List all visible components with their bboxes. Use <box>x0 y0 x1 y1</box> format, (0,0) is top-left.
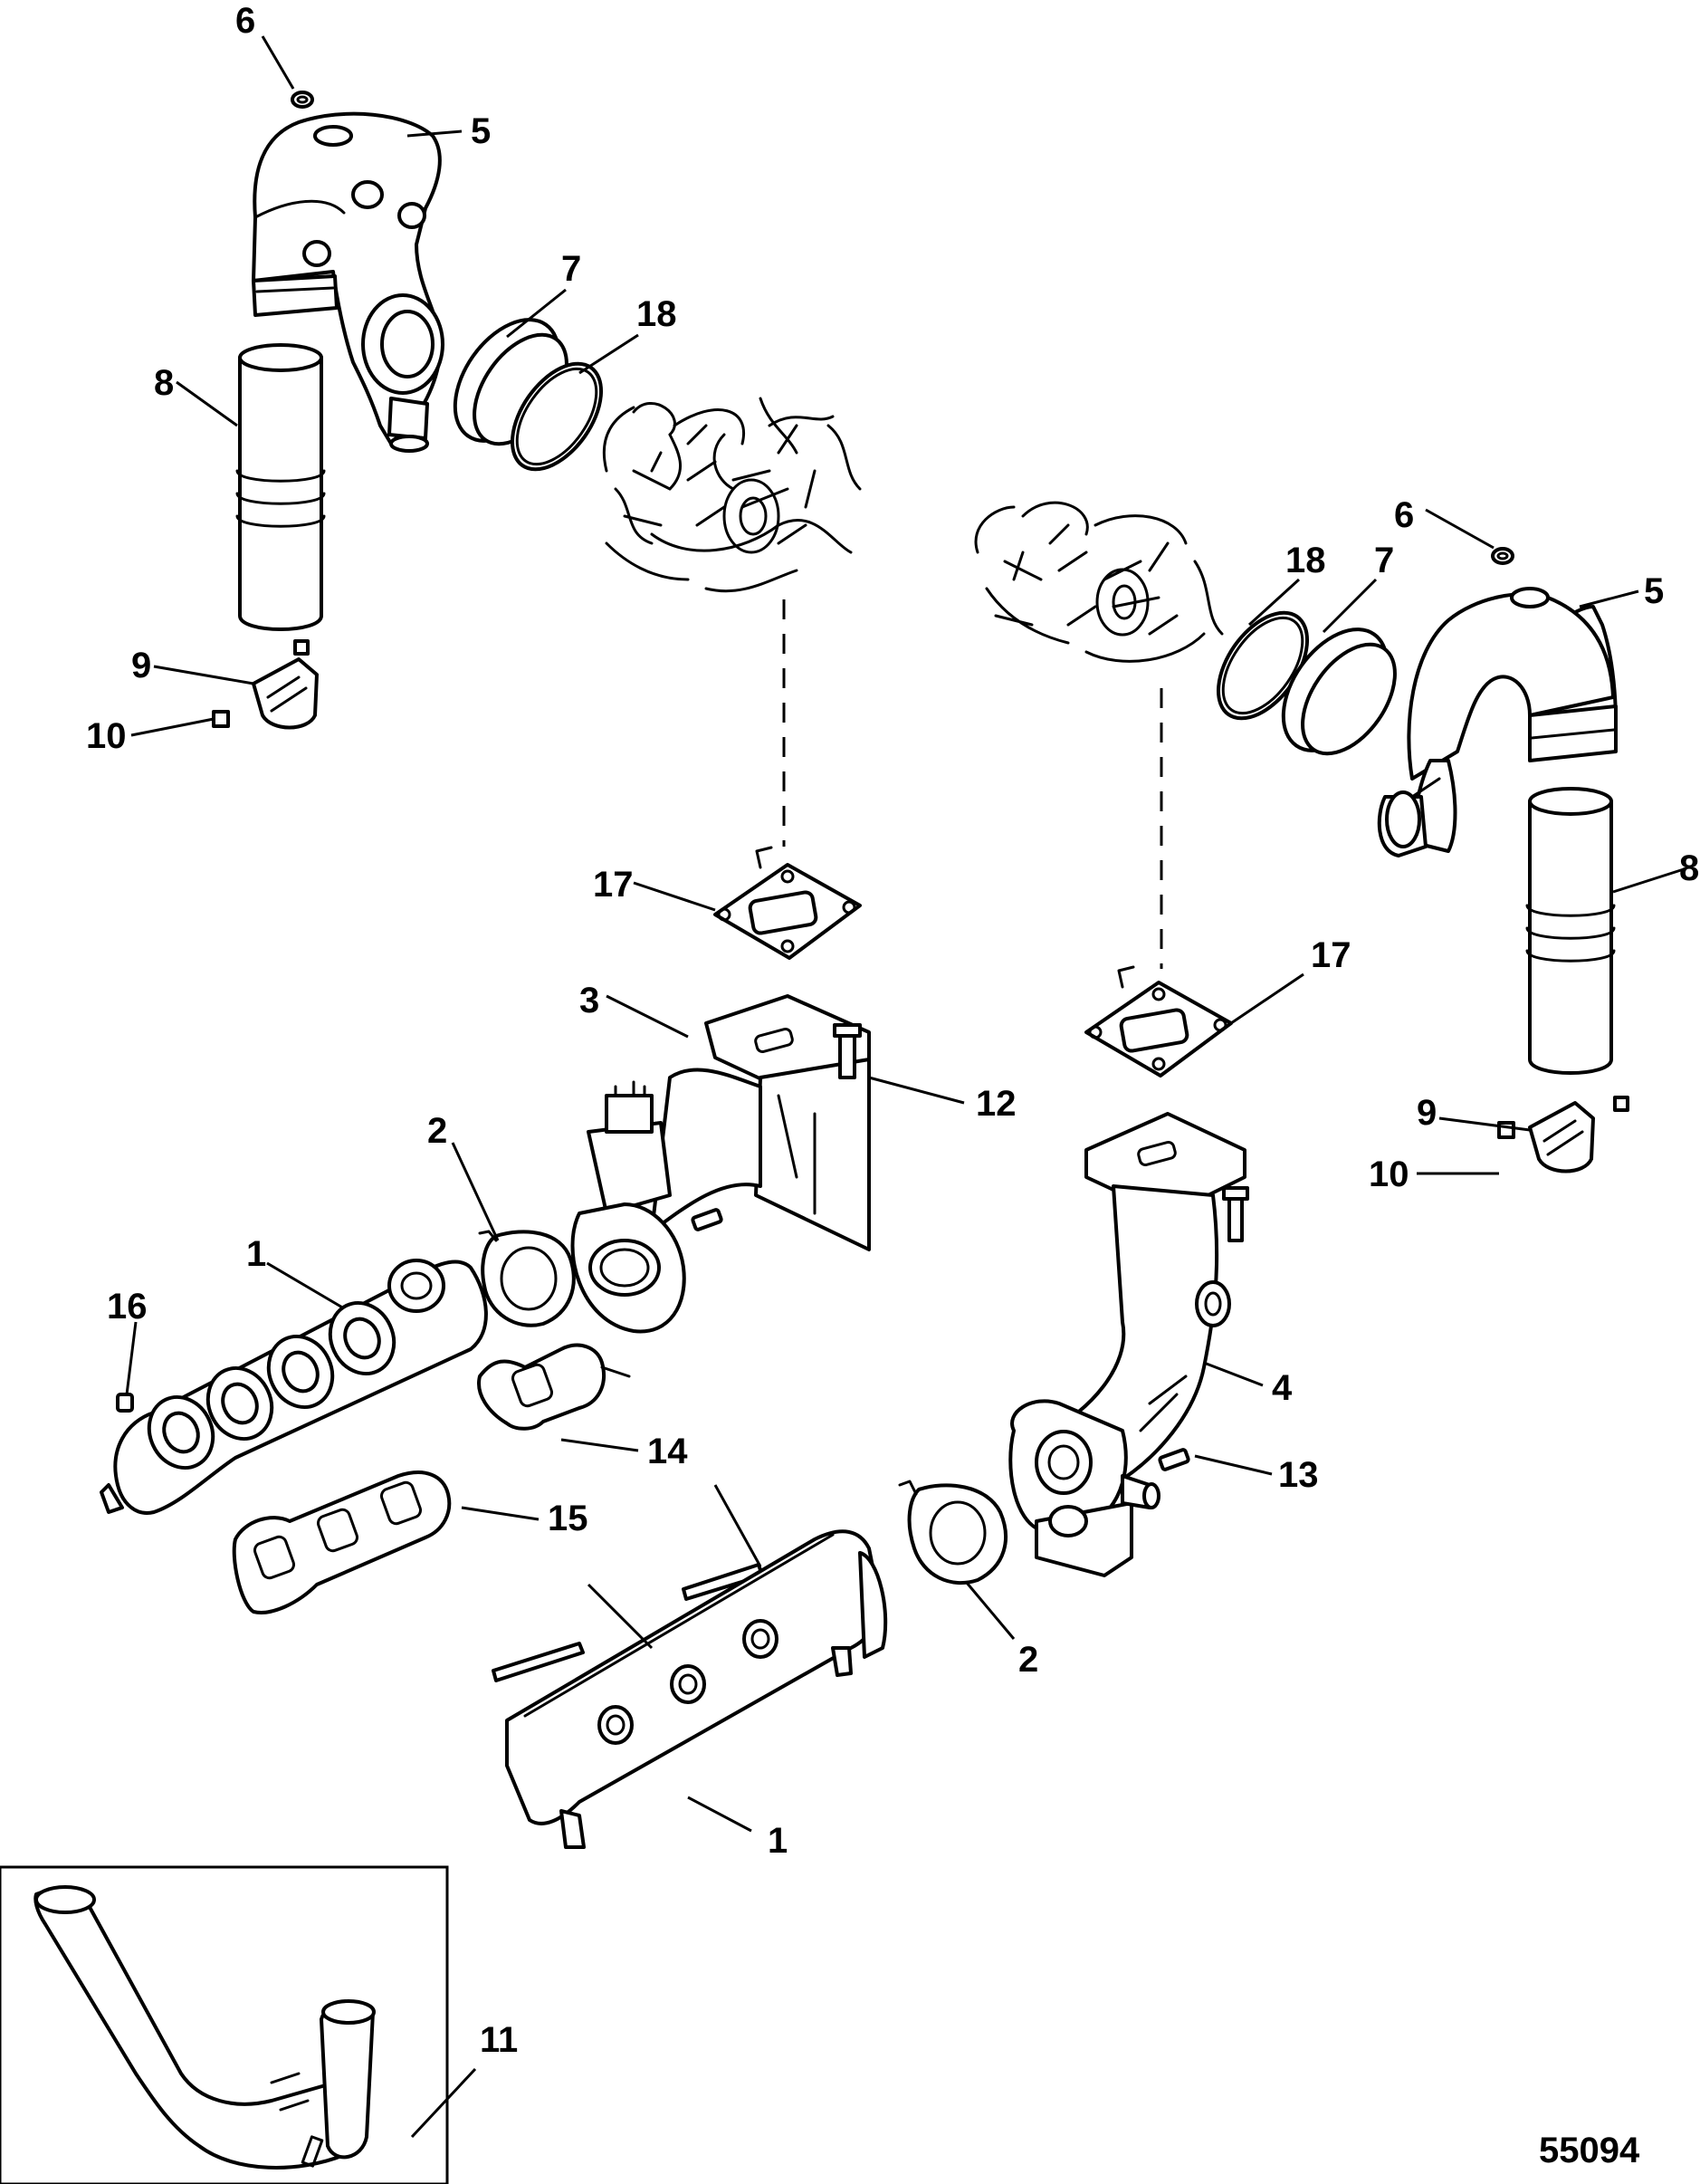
part-5-exhaust-elbow-left <box>252 111 444 453</box>
part-9-clamp-left <box>252 639 319 730</box>
part-11-exhaust-crossover-pipe <box>33 1885 376 2170</box>
callout-7-left: 7 <box>561 249 581 289</box>
part-17-gasket-left <box>713 846 862 960</box>
turbocharger-reference-right <box>974 501 1224 663</box>
callout-18-right: 18 <box>1285 541 1326 580</box>
callout-10-left: 10 <box>86 716 127 756</box>
part-6-plug-left <box>291 91 314 109</box>
part-1-exhaust-manifold-left <box>100 1259 488 1515</box>
part-7-seal-sleeve-right <box>1281 627 1397 756</box>
callout-8-right: 8 <box>1679 848 1699 888</box>
part-10-clip-left <box>212 710 230 728</box>
leader-lines <box>125 35 1685 2139</box>
part-15-gasket-lower <box>232 1470 452 1614</box>
callout-8-left: 8 <box>154 363 174 403</box>
callout-10-right: 10 <box>1369 1154 1409 1194</box>
part-2-gasket-lower <box>898 1480 1008 1585</box>
callout-17-right: 17 <box>1311 935 1351 975</box>
part-8-exhaust-hose-left <box>235 343 326 631</box>
part-3-exhaust-elbow-crossover <box>570 994 871 1334</box>
callout-1-left: 1 <box>246 1234 266 1274</box>
part-5-exhaust-elbow-right <box>1377 587 1618 857</box>
callout-1-right: 1 <box>768 1821 788 1861</box>
callout-14: 14 <box>647 1432 688 1471</box>
figure-number: 55094 <box>1539 2131 1640 2170</box>
callout-13: 13 <box>1278 1455 1319 1495</box>
callout-11: 11 <box>480 2020 518 2060</box>
part-4-exhaust-elbow-riser <box>1008 1112 1249 1577</box>
callout-9-right: 9 <box>1417 1093 1437 1133</box>
turbocharger-reference-left <box>602 397 862 593</box>
callout-9-left: 9 <box>131 646 151 685</box>
callout-5-left: 5 <box>471 111 491 151</box>
callout-16: 16 <box>107 1287 148 1327</box>
callout-6-right: 6 <box>1394 495 1414 535</box>
part-1-exhaust-manifold-right <box>505 1529 888 1849</box>
callout-12: 12 <box>976 1084 1017 1124</box>
callout-labels: 6 5 7 18 8 9 10 6 5 18 7 8 9 10 17 17 3 … <box>86 1 1699 2170</box>
callout-3: 3 <box>579 981 599 1020</box>
part-17-gasket-right <box>1084 965 1233 1078</box>
inset-frame <box>0 1865 449 2184</box>
part-18-o-ring-left <box>510 361 604 472</box>
part-6-plug-right <box>1491 547 1514 565</box>
part-16-plug <box>116 1393 134 1413</box>
callout-17-left: 17 <box>593 865 634 905</box>
part-8-exhaust-hose-right <box>1525 787 1616 1075</box>
callout-18-left: 18 <box>636 294 677 334</box>
callout-2-lower: 2 <box>1018 1640 1038 1680</box>
callout-2-upper: 2 <box>427 1111 447 1151</box>
part-14-gasket-upper <box>477 1343 631 1431</box>
callout-5-right: 5 <box>1644 571 1664 611</box>
callout-15: 15 <box>548 1499 588 1538</box>
callout-7-right: 7 <box>1374 541 1394 580</box>
part-2-gasket-upper <box>478 1230 576 1327</box>
callout-6-left: 6 <box>235 1 255 41</box>
part-9-clamp-right <box>1528 1096 1629 1173</box>
callout-4: 4 <box>1272 1368 1293 1408</box>
